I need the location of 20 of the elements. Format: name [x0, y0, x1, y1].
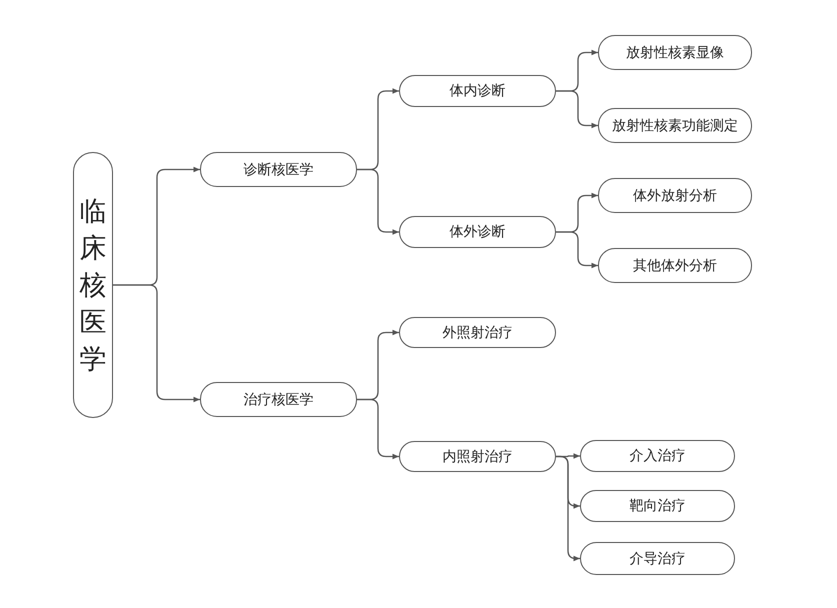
connector-arrow: [556, 231, 598, 268]
topic-box: 靶向治疗: [580, 490, 735, 522]
topic-box: 内照射治疗: [399, 441, 556, 472]
connector-arrow: [556, 90, 598, 128]
topic-box: 其他体外分析: [598, 248, 752, 283]
topic-box: 体外放射分析: [598, 178, 752, 213]
topic-box: 诊断核医学: [200, 152, 357, 187]
topic-box: 体外诊断: [399, 216, 556, 248]
topic-box: 治疗核医学: [200, 382, 357, 417]
topic-box: 放射性核素显像: [598, 35, 752, 70]
topic-box: 介入治疗: [580, 440, 735, 472]
topic-box: 外照射治疗: [399, 317, 556, 348]
topic-box: 介导治疗: [580, 542, 735, 575]
root-box: 临床核医学: [73, 152, 113, 418]
connector-arrow: [556, 456, 580, 562]
connector-arrow: [113, 284, 200, 402]
connector-arrow: [357, 398, 399, 460]
connector-arrow: [357, 168, 399, 235]
topic-box: 放射性核素功能测定: [598, 108, 752, 143]
topic-box: 体内诊断: [399, 75, 556, 107]
